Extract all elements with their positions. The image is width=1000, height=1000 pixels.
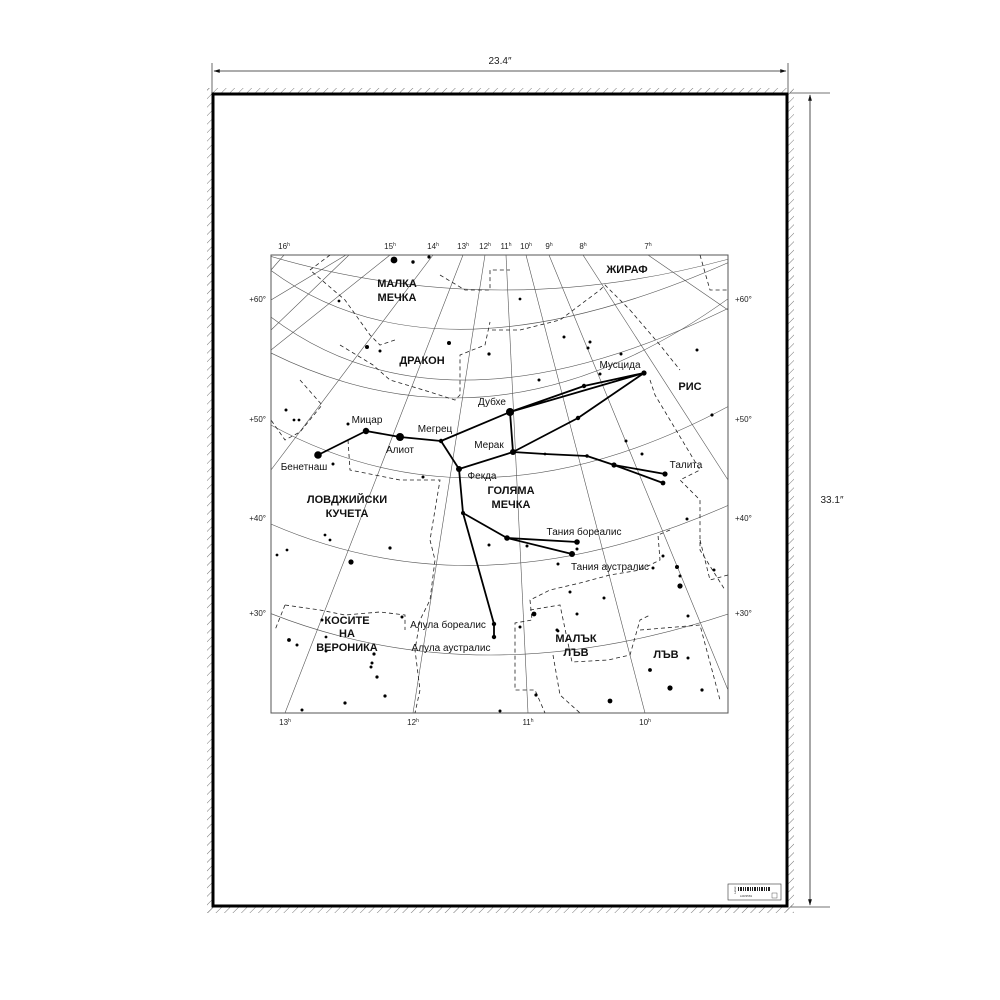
constellation-label: ДРАКОН: [399, 355, 444, 367]
asterism-stars: [314, 370, 668, 640]
constellation-label: МАЛКА: [377, 278, 417, 290]
star-label: Мерак: [474, 440, 504, 451]
star-label: Мицар: [352, 415, 383, 426]
svg-text:13h: 13h: [279, 718, 291, 727]
ra-axis-bottom: 13h 12h 11h 10h: [279, 718, 651, 727]
svg-text:11h: 11h: [500, 242, 511, 251]
height-dimension: 33.1″: [790, 92, 844, 908]
label-code: L0R3581: [740, 894, 753, 898]
label-card: Label L0R3581: [727, 883, 782, 901]
star-label: Алула аустралис: [412, 643, 491, 654]
svg-text:+50°: +50°: [249, 415, 266, 424]
constellation-label: ЛЪВ: [653, 649, 678, 661]
star-label: Алиот: [386, 445, 414, 456]
svg-text:11h: 11h: [522, 718, 533, 727]
svg-text:15h: 15h: [384, 242, 396, 251]
constellation-label: РИС: [678, 381, 701, 393]
svg-text:+40°: +40°: [735, 514, 752, 523]
svg-text:+30°: +30°: [249, 609, 266, 618]
right-ascension-grid: [271, 255, 728, 713]
star-label: Алула бореалис: [410, 619, 486, 631]
svg-text:12h: 12h: [407, 718, 419, 727]
svg-text:+60°: +60°: [735, 295, 752, 304]
width-label: 23.4″: [488, 56, 511, 67]
constellation-label: КУЧЕТА: [326, 508, 369, 520]
svg-text:7h: 7h: [644, 242, 651, 251]
star-label: Мусцида: [599, 360, 640, 371]
height-label: 33.1″: [820, 495, 843, 506]
ra-axis-top: 16h 15h 14h 13h 12h 11h 10h 9h 8h 7h: [278, 242, 652, 251]
field-stars: [275, 255, 716, 713]
declination-grid: [271, 256, 728, 656]
constellation-label: МАЛЪК: [555, 633, 597, 645]
svg-text:14h: 14h: [427, 242, 439, 251]
constellation-boundaries: [271, 255, 728, 713]
star-label: Фекда: [468, 471, 497, 482]
wall-hatching: [207, 88, 794, 913]
constellation-label: ГОЛЯМА: [487, 485, 534, 497]
svg-text:+60°: +60°: [249, 295, 266, 304]
svg-text:13h: 13h: [457, 242, 469, 251]
constellation-label: КОСИТЕ: [324, 615, 369, 627]
svg-text:10h: 10h: [639, 718, 651, 727]
label-brand: Label: [733, 886, 737, 894]
svg-text:16h: 16h: [278, 242, 290, 251]
constellation-label: ЛЪВ: [563, 647, 588, 659]
barcode-icon: [738, 887, 770, 891]
constellation-label: ЛОВДЖИЙСКИ: [307, 493, 387, 506]
star-map: МАЛКА МЕЧКА ЖИРАФ ДРАКОН РИС ЛОВДЖИЙСКИ …: [270, 254, 729, 714]
dec-axis-left: +60° +50° +40° +30°: [249, 295, 266, 618]
constellation-names: МАЛКА МЕЧКА ЖИРАФ ДРАКОН РИС ЛОВДЖИЙСКИ …: [307, 264, 702, 661]
star-names: Мусцида Дубхе Мицар Мегрец Мерак Алиот Б…: [281, 360, 703, 654]
constellation-label: ВЕРОНИКА: [316, 642, 378, 654]
svg-text:8h: 8h: [579, 242, 586, 251]
star-label: Дубхе: [478, 396, 506, 408]
constellation-label: НА: [339, 628, 355, 640]
constellation-label: ЖИРАФ: [605, 264, 647, 276]
star-label: Талита: [670, 460, 703, 471]
star-label: Тания бореалис: [547, 526, 622, 538]
svg-text:+30°: +30°: [735, 609, 752, 618]
svg-text:+50°: +50°: [735, 415, 752, 424]
star-label: Бенетнаш: [281, 462, 328, 473]
svg-text:12h: 12h: [479, 242, 491, 251]
constellation-label: МЕЧКА: [378, 292, 417, 304]
svg-text:9h: 9h: [545, 242, 552, 251]
dec-axis-right: +60° +50° +40° +30°: [735, 295, 752, 618]
constellation-label: МЕЧКА: [492, 499, 531, 511]
star-label: Мегрец: [418, 424, 453, 435]
svg-text:10h: 10h: [520, 242, 532, 251]
svg-text:+40°: +40°: [249, 514, 266, 523]
star-label: Тания аустралис: [571, 562, 649, 573]
